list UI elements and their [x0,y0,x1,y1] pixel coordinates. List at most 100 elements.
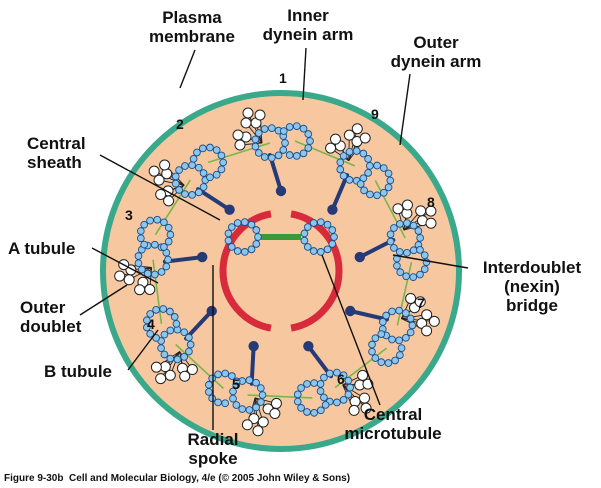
outer-dynein-arm [164,369,176,381]
tubulin-subunit [217,165,226,174]
outer-dynein-arm [242,107,254,119]
tubulin-subunit [206,173,214,182]
outer-doublet-9 [148,143,228,207]
tubulin-subunit [227,223,236,231]
doublet-number-6: 6 [337,371,345,387]
tubulin-subunit [409,221,418,230]
tubulin-subunit [217,151,226,160]
figure-number: Figure 9-30b [4,473,64,484]
tubulin-subunit [320,373,328,382]
tubulin-subunit [323,220,332,229]
tubulin-subunit [293,397,302,406]
tubulin-subunit [194,163,203,172]
tubulin-subunit [345,148,354,156]
tubulin-subunit [281,139,289,147]
label-inner-dynein-arm: Inner dynein arm [252,6,364,44]
outer-dynein-arm [343,129,355,141]
radial-spoke [184,309,214,341]
a-tubule [386,219,424,257]
doublet-number-1: 1 [279,70,287,86]
b-tubule [356,161,395,200]
tubulin-subunit [325,369,334,378]
tubulin-subunit [316,380,325,388]
label-central-sheath-line2: sheath [27,153,82,172]
tubulin-subunit [391,356,399,365]
outer-dynein-arm [421,309,433,321]
doublet-number-5: 5 [232,376,240,392]
tubulin-subunit [320,393,328,402]
tubulin-subunit [160,350,169,359]
tubulin-subunit [137,265,146,274]
tubulin-subunit [356,180,365,188]
radial-spoke-head [345,305,356,317]
b-tubule [393,246,431,281]
outer-dynein-arm [416,317,428,329]
tubulin-subunit [402,309,410,317]
inner-dynein-arm [179,370,191,382]
tubulin-subunit [299,149,308,158]
tubulin-subunit [221,399,230,408]
label-outer-dynein-arm-line1: Outer [413,33,459,52]
tubulin-subunit [134,259,143,268]
tubulin-subunit [303,223,312,231]
inner-dynein-arm [155,188,167,200]
tubulin-subunit [199,183,208,191]
tubulin-subunit [292,152,301,160]
radial-spoke-head [327,204,338,215]
tubulin-subunit [221,369,230,378]
tubulin-subunit [360,186,368,195]
radial-spoke-head [248,340,259,352]
tubulin-subunit [173,355,182,364]
tubulin-subunit [181,190,189,198]
tubulin-subunit [150,270,159,279]
nexin-bridge [207,142,271,164]
tubulin-subunit [379,188,388,197]
tubulin-subunit [254,149,263,157]
a-tubule [378,306,417,345]
label-outer-doublet-line2: doublet [20,317,82,336]
tubulin-subunit [364,155,372,163]
tubulin-subunit [403,248,411,257]
tubulin-subunit [166,230,175,239]
b-tubule [293,379,330,417]
tubulin-subunit [160,218,168,227]
tubulin-subunit [395,220,404,228]
dynein-arms [232,107,266,151]
tubulin-subunit [371,354,380,362]
label-central-sheath: Central sheath [27,134,86,172]
leader-a-tubule [91,247,159,284]
tubulin-subunit [204,388,213,396]
tubulin-subunit [188,161,196,169]
doublet-number-8: 8 [427,194,435,210]
radial-spoke-head [303,340,314,352]
tubulin-subunit [233,247,242,255]
outer-dynein-arm [252,425,264,437]
tubulin-subunit [229,394,237,403]
tubulin-subunit [150,240,159,249]
outer-dynein-arm [150,361,162,373]
tubulin-subunit [344,390,353,399]
tubulin-subunit [321,401,330,409]
a-tubule [134,240,172,279]
outer-dynein-arm [360,402,372,414]
label-inner-dynein-arm-line2: dynein arm [262,25,354,44]
tubulin-subunit [164,237,173,246]
tubulin-subunit [408,321,417,330]
inner-dynein-arm [392,203,404,215]
doublet-number-7: 7 [417,295,425,311]
inner-dynein-arm [234,139,246,151]
tubulin-subunit [309,219,318,227]
tubulin-subunit [212,146,221,154]
tubulin-subunit [384,359,393,367]
tubulin-subunit [214,370,222,379]
outer-dynein-arm [159,159,171,171]
outer-dynein-arm [415,205,427,217]
tubulin-subunit [303,380,311,388]
label-outer-dynein-arm: Outer dynein arm [380,33,492,71]
tubulin-subunit [224,236,233,245]
tubulin-subunit [396,351,404,359]
label-interdoublet-line3: bridge [506,296,558,315]
tubulin-subunit [333,368,341,377]
central-pair [224,218,338,256]
tubulin-subunit [251,142,260,151]
